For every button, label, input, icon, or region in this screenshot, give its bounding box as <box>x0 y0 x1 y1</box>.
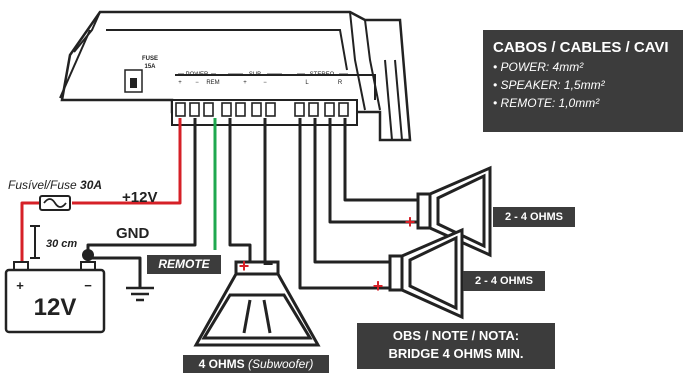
speaker-1-ohms-tag: 2 - 4 OHMS <box>493 207 575 227</box>
fuse-caption: Fusível/Fuse 30A <box>8 178 102 192</box>
cables-title: CABOS / CABLES / CAVI <box>493 39 669 56</box>
chassis-ground-wire <box>88 256 142 288</box>
battery-plus: + <box>16 278 24 293</box>
sub-minus-label: − <box>263 80 267 86</box>
spk2-plus-mark: + <box>373 276 384 296</box>
spk2-negative-wire <box>298 118 390 290</box>
speaker-2-icon <box>388 227 464 320</box>
battery-icon <box>4 261 106 334</box>
power-plus-label: + <box>178 80 182 86</box>
ground-junction <box>82 249 94 261</box>
plus12-label: +12V <box>122 189 157 206</box>
spk2-positive-wire <box>313 118 390 264</box>
cable-item-remote: • REMOTE: 1,0mm² <box>493 96 600 110</box>
cable-item-power: • POWER: 4mm² <box>493 60 584 74</box>
cable-item-speaker: • SPEAKER: 1,5mm² <box>493 78 605 92</box>
sub-label: SUB <box>249 72 261 78</box>
sub-polarity-marks: + − <box>239 254 274 276</box>
spk1-positive-wire <box>343 118 418 202</box>
sub-plus-label: + <box>243 80 247 86</box>
battery-minus: − <box>84 278 92 293</box>
power-rem-label: REM <box>206 80 219 86</box>
distance-label: 30 cm <box>46 238 77 250</box>
subwoofer-icon <box>193 260 321 347</box>
speaker-2-ohms-tag: 2 - 4 OHMS <box>463 271 545 291</box>
cables-info-box: CABOS / CABLES / CAVI • POWER: 4mm² • SP… <box>483 30 683 132</box>
amp-labels: FUSE 15A POWER + − REM SUB + − STEREO L … <box>142 56 348 86</box>
power-minus-label: − <box>195 80 199 86</box>
remote-tag: REMOTE <box>147 255 221 274</box>
svg-text:+: + <box>239 256 250 276</box>
stereo-label: STEREO <box>310 72 335 78</box>
fuse-rating: 15A <box>144 64 156 70</box>
ground-symbol-icon <box>126 286 154 302</box>
bridge-note-line-1: OBS / NOTE / NOTA: <box>392 328 520 343</box>
sub-positive-wire <box>228 118 252 262</box>
svg-text:−: − <box>263 254 274 274</box>
spk1-plus-mark: + <box>405 212 416 232</box>
stereo-l-label: L <box>305 80 309 86</box>
bridge-note-line-2: BRIDGE 4 OHMS MIN. <box>388 346 524 361</box>
distance-marker <box>30 225 40 259</box>
speaker-1-icon <box>416 165 492 258</box>
power-positive-wire <box>72 118 182 205</box>
gnd-label: GND <box>116 225 150 242</box>
spk1-negative-wire <box>328 118 418 224</box>
battery-positive-wire <box>20 201 45 262</box>
battery-voltage: 12V <box>34 294 77 321</box>
power-label: POWER <box>186 72 209 78</box>
stereo-r-label: R <box>338 80 343 86</box>
bridge-note-box: OBS / NOTE / NOTA: BRIDGE 4 OHMS MIN. <box>357 323 555 369</box>
terminal-block <box>171 99 358 126</box>
subwoofer-ohms-tag: 4 OHMS (Subwoofer) <box>183 355 329 373</box>
fuse-label: FUSE <box>142 56 158 62</box>
fuse-icon <box>39 195 71 211</box>
